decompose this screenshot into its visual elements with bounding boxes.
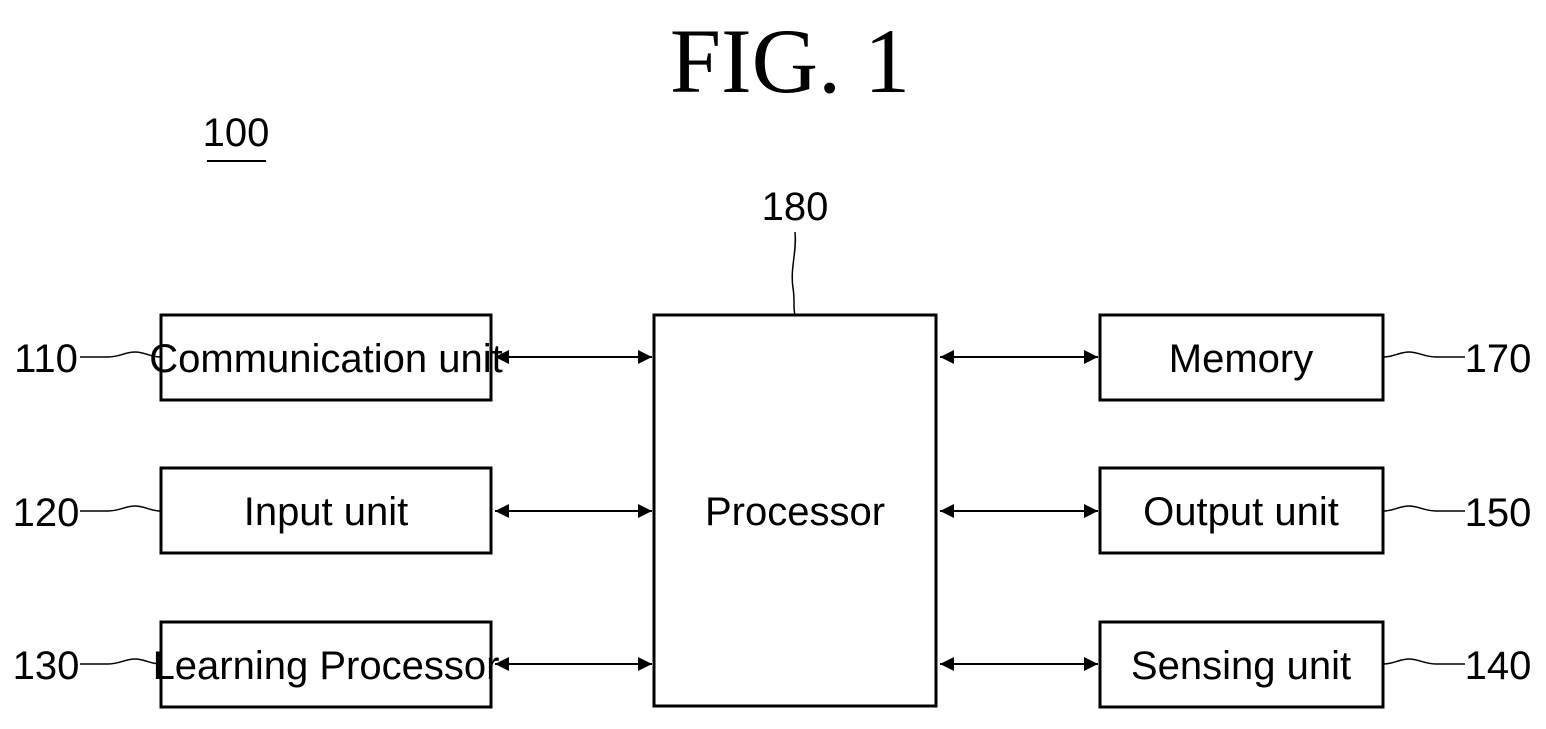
learning-processor-leader-line (80, 659, 161, 664)
memory-label: Memory (1169, 337, 1313, 381)
memory-leader-line (1383, 352, 1465, 357)
communication-unit-label: Communication unit (149, 337, 503, 381)
output-unit-label: Output unit (1143, 490, 1339, 534)
sensing-unit-reference: 140 (1465, 644, 1532, 688)
learning-processor-label: Learning Processor (153, 644, 500, 688)
processor-label: Processor (705, 490, 885, 534)
learning-processor-reference: 130 (13, 644, 80, 688)
output-unit-reference: 150 (1465, 491, 1532, 535)
memory-reference: 170 (1465, 337, 1532, 381)
sensing-unit-leader-line (1383, 659, 1465, 664)
figure-title: FIG. 1 (670, 10, 910, 112)
input-unit-label: Input unit (244, 490, 409, 534)
processor-reference: 180 (762, 185, 829, 229)
input-unit-leader-line (80, 506, 161, 511)
output-unit-leader-line (1383, 506, 1465, 511)
system-reference: 100 (203, 111, 270, 155)
processor-leader-line (792, 232, 795, 315)
communication-unit-reference: 110 (14, 337, 78, 381)
input-unit-reference: 120 (13, 491, 80, 535)
sensing-unit-label: Sensing unit (1131, 644, 1351, 688)
